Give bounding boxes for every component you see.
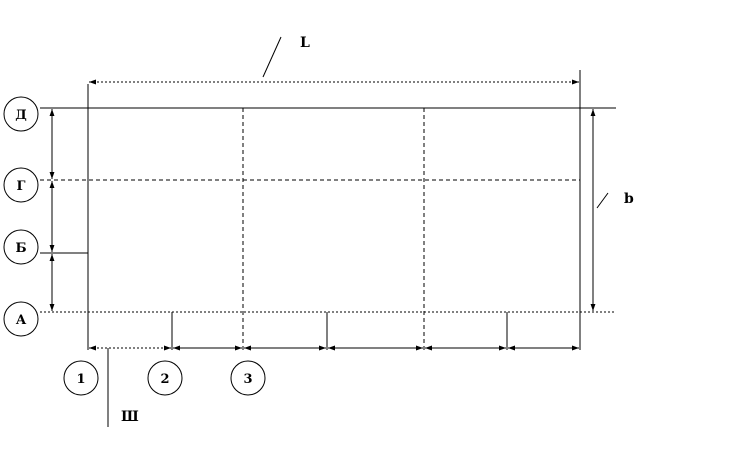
- col-label-2: 2: [160, 372, 169, 387]
- row-bubble-b: [3, 229, 39, 265]
- length-label: L: [300, 35, 310, 51]
- col-label-1: 1: [76, 372, 85, 387]
- column-spacing-dimensions: [89, 345, 579, 427]
- col-bubble-3: [230, 360, 266, 396]
- length-leader: [262, 36, 282, 78]
- width-leader: [596, 192, 609, 209]
- row-label-a: А: [16, 313, 27, 328]
- width-label: b: [624, 191, 634, 207]
- width-dimension: [590, 109, 609, 311]
- spacing-label: Ш: [121, 409, 139, 425]
- row-axis-bubbles: Д Г Б А: [3, 96, 39, 337]
- row-label-b: Б: [15, 241, 26, 256]
- column-axis-bubbles: 1 2 3: [63, 360, 266, 396]
- col-label-3: 3: [243, 372, 252, 387]
- row-bubble-g: [3, 167, 39, 203]
- length-dimension: [89, 36, 579, 85]
- col-bubble-2: [147, 360, 183, 396]
- row-label-d: Д: [15, 108, 27, 123]
- col-bubble-1: [63, 360, 99, 396]
- row-bubble-a: [3, 301, 39, 337]
- plan-grid: [40, 70, 616, 350]
- row-label-g: Г: [17, 179, 26, 194]
- row-bubble-d: [3, 96, 39, 132]
